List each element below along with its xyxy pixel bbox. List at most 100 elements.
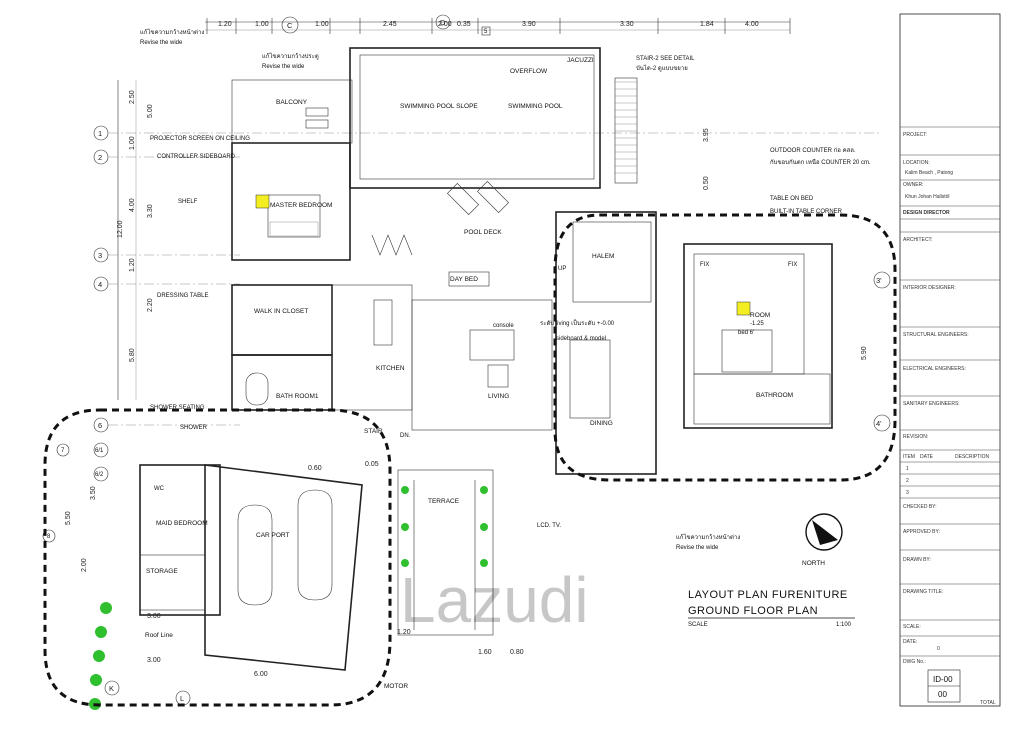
- scale-value: 1:100: [836, 622, 852, 628]
- balcony-lounger-1: [305, 107, 329, 117]
- grid-label-2: 2: [98, 153, 102, 162]
- note-fix-1: FIX: [700, 262, 709, 268]
- note-projector: PROJECTOR SCREEN ON CEILING: [150, 136, 250, 142]
- note-fix-2: FIX: [788, 262, 797, 268]
- note-shower-seat: SHOWER SEATING: [150, 405, 205, 411]
- note-outdoor-counter: OUTDOOR COUNTER ก่อ คสล.: [770, 147, 856, 154]
- north-arrow: NORTH: [802, 513, 843, 567]
- kitchen-outline: [331, 284, 413, 411]
- grid-label-1: 1: [98, 129, 102, 138]
- dim-left-4: 4.00: [129, 198, 136, 212]
- tb-owner: OWNER:: [903, 182, 924, 188]
- grid-bubble-d: [435, 14, 451, 30]
- north-label: NORTH: [802, 560, 825, 567]
- room-labels: BALCONY MASTER BEDROOM SWIMMING POOL SLO…: [146, 57, 793, 690]
- note-dn: DN.: [400, 433, 411, 439]
- tb-approved: APPROVED BY:: [903, 529, 940, 535]
- note-revise-bottom: Revise the wide: [676, 545, 719, 551]
- highlight-marker-1: [255, 194, 270, 209]
- grid-bubble-7: [56, 443, 70, 457]
- label-halem: HALEM: [592, 253, 614, 260]
- note-built-in: BUILT-IN TABLE CORNER: [770, 209, 843, 215]
- grid-bubble-8: [42, 529, 56, 543]
- dim-left-3: 1.00: [129, 136, 136, 150]
- dim-right-1: 3.95: [703, 128, 710, 142]
- building-walls: [139, 47, 833, 671]
- highlight-marker-2: [736, 301, 751, 316]
- tb-drawing-title: DRAWING TITLE:: [903, 589, 943, 595]
- label-dining: DINING: [590, 420, 613, 427]
- label-bath-room1: BATH ROOM1: [276, 393, 319, 400]
- pool-outline: [349, 47, 601, 189]
- grid-label-5: 5: [484, 29, 488, 35]
- sofa: [469, 329, 515, 361]
- dim-left-7: 1.20: [129, 258, 136, 272]
- dim-bottom-5: 3.00: [147, 657, 161, 664]
- dim-left-6: 12.00: [117, 220, 124, 238]
- note-outdoor-counter-th: กับขอบกันตก เหนือ COUNTER 20 cm.: [770, 158, 871, 166]
- dining-block-walls: [555, 211, 657, 475]
- grid-label-4: 4: [98, 280, 102, 289]
- folding-door: [371, 234, 413, 256]
- tb-rev-desc: DESCRIPTION: [955, 454, 990, 460]
- dim-bottom-10: 0.60: [308, 465, 322, 472]
- tb-interior: INTERIOR DESIGNER:: [903, 285, 956, 291]
- label-walk-in-closet: WALK IN CLOSET: [254, 308, 308, 315]
- bottom-dimensions: 1.20 1.60 0.80 3.00 3.00 6.00 2.00 5.50 …: [65, 128, 868, 678]
- pool-lounger-1: [447, 183, 479, 215]
- bathroom-outline: [693, 373, 831, 425]
- tb-project: PROJECT:: [903, 132, 927, 138]
- dim-top-10: 4.00: [745, 21, 759, 28]
- living-outline: [411, 299, 553, 431]
- pool-stair-steps: [615, 81, 637, 174]
- grid-bubble-c: [281, 16, 299, 34]
- dim-bottom-7: 2.00: [81, 558, 88, 572]
- grid-label-6: 6: [98, 421, 102, 430]
- grid-bubble-6-2: [93, 466, 109, 482]
- master-bed: [267, 194, 321, 238]
- balcony-lounger-2: [305, 119, 329, 129]
- note-dressing: DRESSING TABLE: [157, 293, 208, 299]
- room-bed: [721, 329, 773, 373]
- dim-left-8: 2.20: [147, 298, 154, 312]
- label-maid-bedroom: MAID BEDROOM: [156, 520, 208, 527]
- label-overflow: OVERFLOW: [510, 68, 548, 75]
- label-storage: STORAGE: [146, 568, 178, 575]
- dim-left-9: 5.80: [129, 348, 136, 362]
- note-stair2: STAIR-2 SEE DETAIL: [636, 56, 695, 62]
- note-up: UP: [558, 266, 566, 272]
- label-room: ROOM: [750, 312, 770, 319]
- grid-bubble-6-1: [93, 442, 109, 458]
- tb-design-director: DESIGN DIRECTOR: [903, 210, 950, 216]
- carport-walls: [204, 464, 363, 671]
- annotations: แก้ไขความกว้างหน้าต่าง Revise the wide แ…: [140, 28, 871, 639]
- grid-row-bubbles: 1 2 3 4 6 6/1 6/2 7 8 3' 4': [42, 125, 891, 543]
- grid-label-6-1: 6/1: [95, 448, 104, 454]
- tb-dwg-val: ID-00: [933, 675, 953, 684]
- dim-bottom-6: 6.00: [254, 671, 268, 678]
- maid-block-walls: [139, 464, 221, 616]
- note-roof-line: Roof Line: [145, 632, 173, 639]
- tb-rev-row-1: 1: [906, 466, 909, 472]
- dim-top-9: 1.84: [700, 21, 714, 28]
- note-level-room: -1.25: [750, 321, 764, 327]
- dim-bottom-2: 1.60: [478, 649, 492, 656]
- note-shelf: SHELF: [178, 199, 198, 205]
- note-revise-th: แก้ไขความกว้างหน้าต่าง: [140, 28, 204, 36]
- pool-water: [359, 54, 595, 180]
- grid-label-c: C: [287, 21, 293, 30]
- dim-top-8: 3.30: [620, 21, 634, 28]
- tb-architect: ARCHITECT:: [903, 237, 932, 243]
- note-revise: Revise the wide: [140, 40, 183, 46]
- note-revise2: Revise the wide: [262, 64, 305, 70]
- tb-revision: REVISION:: [903, 434, 928, 440]
- scale-label: SCALE: [688, 622, 708, 628]
- label-stair: STAIR: [364, 428, 383, 435]
- grid-column-bubbles: K L C D 5: [104, 14, 491, 706]
- label-bed: bed 6': [738, 330, 754, 336]
- dim-top-1: 1.20: [218, 21, 232, 28]
- label-living: LIVING: [488, 393, 509, 400]
- grid-label-l: L: [180, 694, 184, 703]
- note-console: console: [493, 323, 514, 329]
- tb-location-val: Kalim Beach , Patong: [905, 170, 953, 176]
